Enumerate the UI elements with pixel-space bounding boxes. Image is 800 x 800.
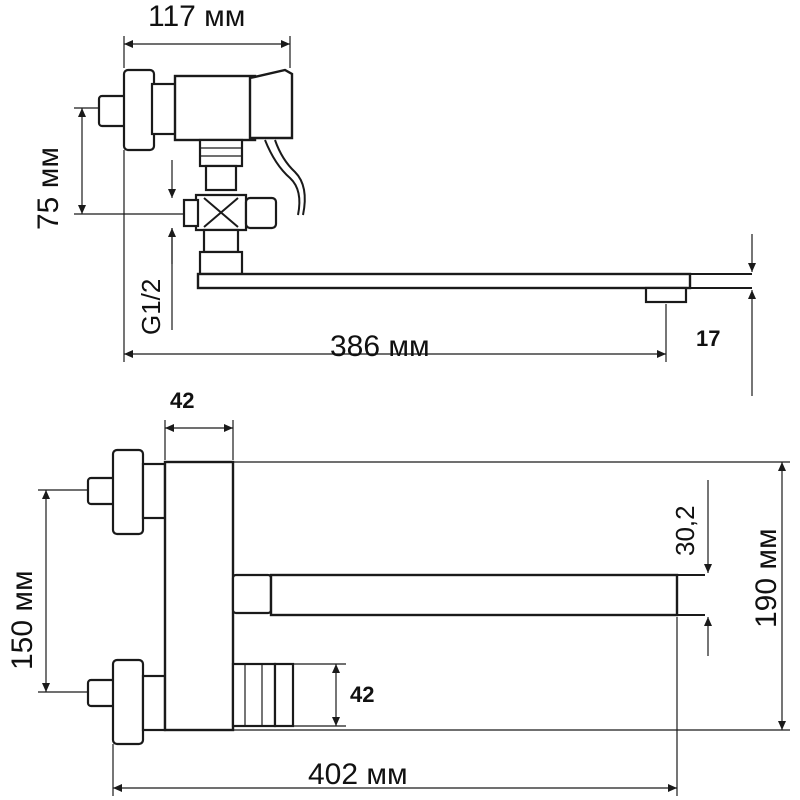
dim-bottom-total-length: 402 мм	[308, 758, 408, 791]
dim-thread: G1/2	[136, 279, 166, 335]
dim-bottom-inlet-spacing: 150 мм	[6, 570, 39, 670]
dim-top-height: 75 мм	[32, 147, 65, 230]
dim-top-width: 117 мм	[148, 0, 245, 33]
dim-bottom-body-width: 42	[170, 388, 194, 413]
dim-spout-drop: 17	[696, 326, 720, 351]
dim-bottom-total-height: 190 мм	[750, 528, 783, 628]
dim-bottom-outlet-size: 42	[350, 682, 374, 707]
dim-top-spout-length: 386 мм	[330, 330, 430, 363]
dim-bottom-outlet-offset: 30,2	[670, 505, 700, 556]
plan-view: 42 30,2 150 мм 42 190 мм 402 мм	[6, 388, 790, 796]
side-view: 117 мм 75 мм G1/2 386 мм 17	[32, 0, 756, 396]
